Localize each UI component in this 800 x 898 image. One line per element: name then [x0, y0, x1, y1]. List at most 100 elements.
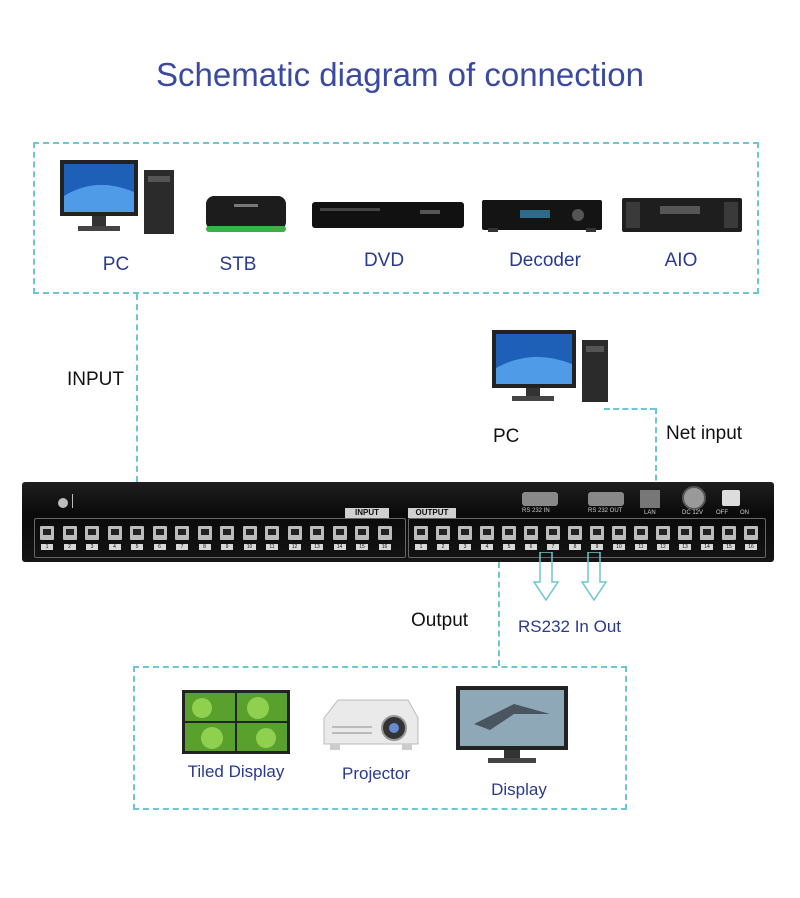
input-label: INPUT — [67, 369, 124, 390]
input-hdmi-port — [40, 526, 54, 540]
output-hdmi-port — [722, 526, 736, 540]
output-hdmi-port — [700, 526, 714, 540]
net-connector-horizontal — [604, 408, 656, 410]
rs232-in-port — [522, 492, 558, 506]
input-source-label-aio: AIO — [664, 250, 698, 271]
matrix-switcher-rear-panel: INPUT OUTPUT RS 232 IN RS 232 OUT LAN DC… — [22, 482, 774, 562]
input-hdmi-port — [130, 526, 144, 540]
input-hdmi-port — [287, 526, 302, 540]
input-port-number: 7 — [176, 544, 188, 550]
input-hdmi-port — [107, 526, 122, 540]
dc-silk: DC 12V — [682, 510, 704, 516]
input-sources-box — [33, 142, 759, 294]
ground-screw — [58, 498, 68, 508]
input-port-number: 16 — [378, 544, 391, 550]
input-port-number: 15 — [356, 544, 368, 550]
input-hdmi-port — [332, 526, 347, 540]
input-hdmi-port — [62, 526, 77, 540]
output-hdmi-port — [524, 526, 538, 540]
output-hdmi-port — [458, 526, 472, 540]
off-silk: OFF — [716, 510, 728, 516]
output-device-label-projector: Projector — [341, 764, 411, 783]
output-port-group — [408, 518, 766, 558]
display-icon — [456, 686, 568, 763]
output-device-label-display: Display — [491, 780, 547, 799]
input-source-label-decoder: Decoder — [509, 250, 581, 271]
output-hdmi-port — [480, 526, 494, 540]
input-port-number: 4 — [108, 544, 121, 550]
input-connector-line — [136, 294, 138, 482]
lan-silk: LAN — [644, 510, 656, 516]
output-port-number: 4 — [481, 544, 493, 550]
input-port-number: 13 — [311, 544, 323, 550]
input-hdmi-port — [265, 526, 279, 540]
output-hdmi-port — [612, 526, 626, 540]
output-port-number: 8 — [569, 544, 581, 550]
input-port-number: 10 — [243, 544, 256, 550]
input-hdmi-port — [175, 526, 189, 540]
output-hdmi-port — [502, 526, 516, 540]
output-port-number: 3 — [459, 544, 471, 550]
output-port-number: 15 — [723, 544, 735, 550]
output-port-number: 7 — [547, 544, 559, 550]
output-devices-box — [133, 666, 627, 810]
net-pc-label: PC — [493, 426, 520, 447]
output-hdmi-port — [568, 526, 582, 540]
input-hdmi-port — [197, 526, 212, 540]
output-hdmi-port — [590, 526, 604, 540]
pc-icon — [60, 160, 174, 234]
set-top-box-icon — [206, 196, 286, 232]
input-port-number: 2 — [63, 544, 76, 550]
output-port-number: 1 — [415, 544, 427, 550]
diagram-title: Schematic diagram of connection — [156, 56, 644, 93]
output-port-number: 10 — [613, 544, 625, 550]
net-pc-icon — [492, 330, 608, 402]
output-port-number: 2 — [437, 544, 449, 550]
input-port-number: 11 — [266, 544, 278, 550]
power-switch — [722, 490, 740, 506]
output-port-number: 5 — [503, 544, 515, 550]
aio-icon — [622, 198, 742, 232]
output-label: Output — [411, 610, 469, 631]
input-source-label-pc: PC — [102, 254, 130, 275]
decoder-icon — [482, 200, 602, 232]
tiled-display-icon — [182, 690, 290, 754]
output-port-number: 6 — [525, 544, 537, 550]
input-source-label-dvd: DVD — [363, 250, 405, 271]
rs232-out-silk: RS 232 OUT — [588, 508, 623, 514]
output-port-number: 11 — [635, 544, 647, 550]
output-hdmi-port — [546, 526, 560, 540]
net-connector-vertical — [655, 408, 657, 490]
output-hdmi-port — [744, 526, 758, 540]
output-port-number: 16 — [745, 544, 757, 550]
input-port-number: 6 — [153, 544, 166, 550]
lan-port — [640, 490, 660, 508]
input-hdmi-port — [355, 526, 369, 540]
rs232-in-silk: RS 232 IN — [522, 508, 550, 514]
output-hdmi-port — [656, 526, 670, 540]
on-silk: ON — [740, 510, 749, 516]
rs232-arrows-icon — [532, 552, 608, 602]
input-source-label-stb: STB — [219, 254, 257, 275]
rs232-label: RS232 In Out — [518, 617, 622, 636]
output-hdmi-port — [414, 526, 428, 540]
input-hdmi-port — [242, 526, 257, 540]
input-port-number: 12 — [288, 544, 301, 550]
output-hdmi-port — [634, 526, 648, 540]
dvd-player-icon — [312, 202, 464, 228]
ground-symbol-icon — [72, 494, 81, 508]
output-hdmi-port — [678, 526, 692, 540]
input-hdmi-port — [152, 526, 167, 540]
output-port-number: 12 — [657, 544, 669, 550]
input-port-number: 14 — [333, 544, 346, 550]
net-input-label: Net input — [666, 423, 743, 444]
output-connector-line — [498, 562, 500, 666]
input-hdmi-port — [85, 526, 99, 540]
projector-icon — [323, 699, 419, 750]
input-port-number: 5 — [131, 544, 143, 550]
input-hdmi-port — [220, 526, 234, 540]
rs232-out-port — [588, 492, 624, 506]
input-hdmi-port — [377, 526, 392, 540]
dc-power-jack — [682, 486, 706, 510]
output-device-label-tiled-display: Tiled Display — [187, 762, 285, 781]
